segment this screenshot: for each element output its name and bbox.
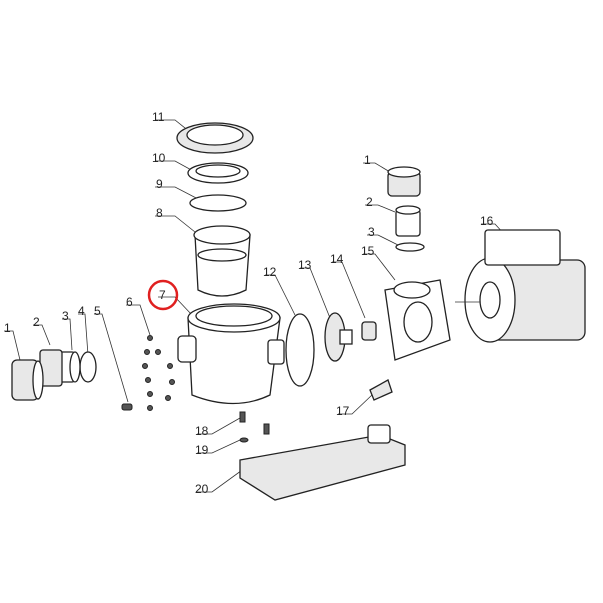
part-7-pump-housing (177, 303, 285, 405)
part-labels: 11 10 9 8 7 6 5 4 3 2 1 12 13 14 15 16 1… (4, 110, 494, 496)
label-3: 3 (62, 309, 69, 323)
label-8: 8 (156, 206, 163, 220)
label-13: 13 (298, 258, 312, 272)
label-2-top: 2 (366, 195, 373, 209)
part-14-seal (361, 321, 377, 341)
label-17: 17 (336, 404, 350, 418)
part-5-drain-plug (121, 403, 133, 411)
part-2-union-top (395, 205, 421, 237)
label-20: 20 (195, 482, 209, 496)
part-15-diffuser-plate (384, 279, 451, 361)
label-18: 18 (195, 424, 209, 438)
label-2: 2 (33, 315, 40, 329)
label-14: 14 (330, 252, 344, 266)
leader-lines (4, 119, 506, 493)
part-6-screws (142, 335, 175, 411)
label-4: 4 (78, 304, 85, 318)
highlight-circle (147, 279, 179, 311)
part-18-screw (239, 411, 270, 435)
label-16: 16 (480, 214, 494, 228)
label-19: 19 (195, 443, 209, 457)
label-12: 12 (263, 265, 277, 279)
part-1-union-nut-top (387, 166, 421, 197)
part-11-lid-ring (176, 122, 254, 154)
label-15: 15 (361, 244, 375, 258)
label-1: 1 (4, 321, 11, 335)
label-10: 10 (152, 151, 166, 165)
part-12-o-ring (285, 313, 315, 387)
label-9: 9 (156, 177, 163, 191)
label-3-top: 3 (368, 225, 375, 239)
part-20-base (239, 424, 406, 501)
part-4-o-ring (79, 351, 97, 383)
part-16-motor (455, 229, 586, 343)
label-7: 7 (159, 288, 166, 302)
part-19-washer (239, 437, 249, 443)
part-3-o-ring-top (395, 242, 425, 252)
part-1-union-nut (11, 359, 44, 401)
part-9-o-ring (189, 194, 247, 212)
label-1-top: 1 (364, 153, 371, 167)
part-10-lid (187, 162, 249, 184)
part-17-foot (369, 379, 393, 401)
label-11: 11 (152, 110, 165, 124)
label-6: 6 (126, 295, 133, 309)
part-13-impeller (324, 312, 353, 362)
part-8-basket (193, 225, 251, 297)
label-5: 5 (94, 304, 101, 318)
